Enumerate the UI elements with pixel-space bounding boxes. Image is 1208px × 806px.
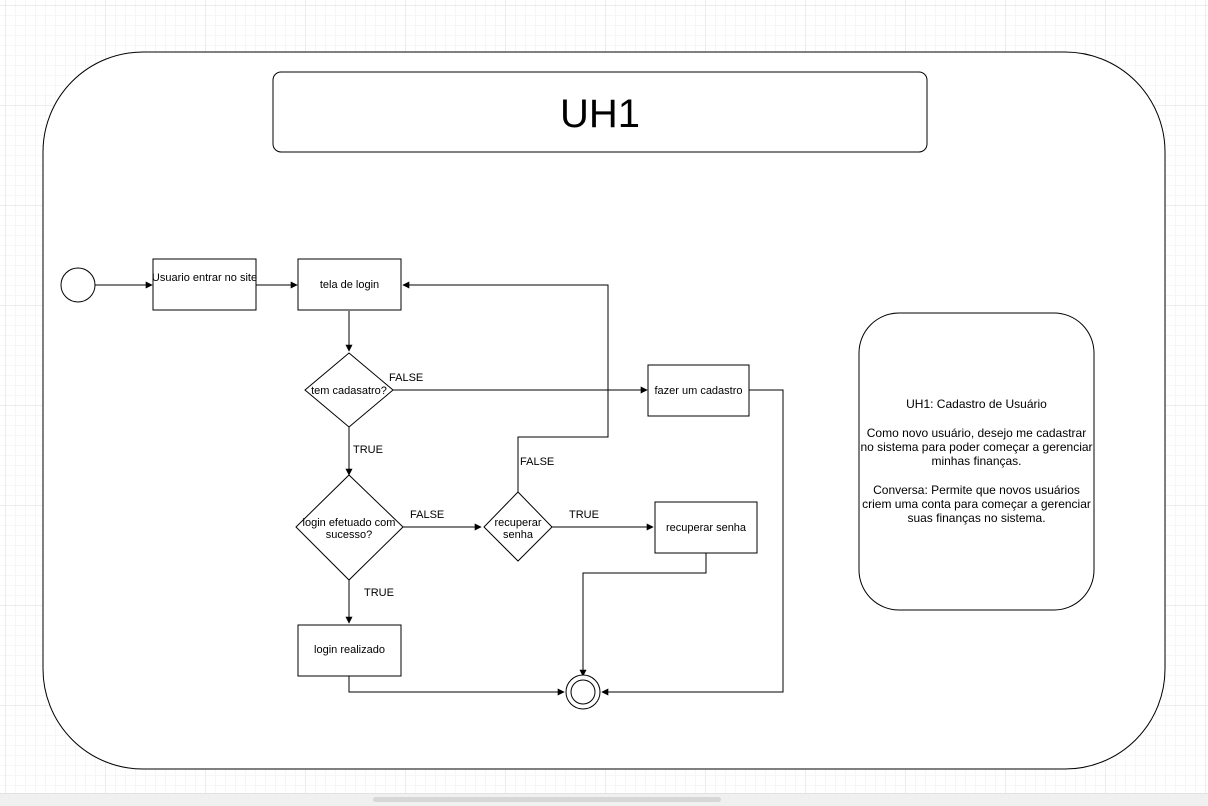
- decision-login-efetuado[interactable]: [295, 474, 404, 581]
- edge-cadastro-end[interactable]: [601, 389, 784, 696]
- horizontal-scrollbar[interactable]: [0, 793, 1208, 806]
- node-tela-login-label: tela de login: [320, 279, 379, 291]
- start-node[interactable]: [60, 267, 96, 303]
- node-usuario-entrar[interactable]: [152, 258, 257, 311]
- node-tela-login[interactable]: [297, 258, 402, 311]
- end-node-inner: [570, 679, 596, 705]
- label-cadastro-true: TRUE: [353, 444, 383, 456]
- decision-tem-cadastro-label: tem cadasatro?: [311, 385, 387, 397]
- node-recuperar-senha[interactable]: [654, 501, 758, 554]
- node-login-realizado-label: login realizado: [314, 644, 385, 656]
- user-story-heading: UH1: Cadastro de Usuário: [906, 397, 1047, 411]
- scrollbar-thumb[interactable]: [373, 797, 721, 802]
- user-story-conversation-1: Conversa: Permite que novos usuários: [873, 483, 1080, 497]
- decision-recuperar-senha[interactable]: [483, 491, 553, 562]
- node-fazer-cadastro[interactable]: [647, 364, 750, 417]
- edge-recuperar-false[interactable]: [402, 281, 609, 492]
- node-usuario-entrar-label: Usuario entrar no site: [152, 272, 257, 284]
- edge-realizado-end[interactable]: [348, 676, 565, 696]
- node-recuperar-senha-label: recuperar senha: [666, 522, 747, 534]
- user-story-line-3: minhas finanças.: [931, 454, 1021, 468]
- edges: [95, 281, 784, 696]
- user-story-card[interactable]: [858, 312, 1095, 611]
- node-fazer-cadastro-label: fazer um cadastro: [654, 385, 742, 397]
- user-story-line-2: no sistema para poder começar a gerencia…: [860, 440, 1092, 454]
- title-box[interactable]: [272, 71, 928, 153]
- decision-recuperar-senha-label-2: senha: [503, 529, 534, 541]
- label-recuperar-true: TRUE: [569, 509, 599, 521]
- decision-tem-cadastro[interactable]: [304, 352, 394, 428]
- node-login-realizado[interactable]: [297, 624, 402, 677]
- decision-login-efetuado-label-2: sucesso?: [326, 529, 372, 541]
- user-story-conversation-3: suas finanças no sistema.: [907, 511, 1045, 525]
- user-story-line-1: Como novo usuário, desejo me cadastrar: [867, 426, 1086, 440]
- label-cadastro-false: FALSE: [389, 372, 423, 384]
- edge-senha-end[interactable]: [579, 553, 707, 677]
- label-login-true: TRUE: [364, 587, 394, 599]
- decision-login-efetuado-label-1: login efetuado com: [303, 517, 396, 529]
- user-story-conversation-2: criem uma conta para começar a gerenciar: [862, 497, 1091, 511]
- label-login-false: FALSE: [410, 509, 444, 521]
- decision-recuperar-senha-label-1: recuperar: [494, 517, 541, 529]
- diagram-title: UH1: [560, 92, 640, 136]
- label-recuperar-false: FALSE: [520, 456, 554, 468]
